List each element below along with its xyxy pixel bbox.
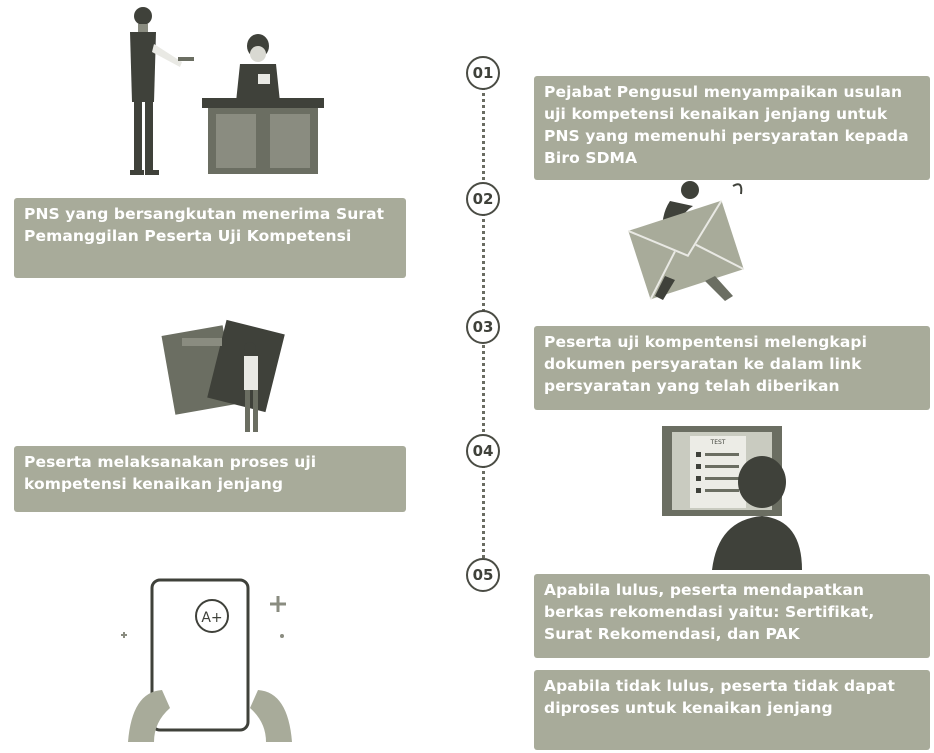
step-02-text-box: PNS yang bersangkutan menerima Surat Pem…	[14, 198, 406, 278]
step-01-badge: 01	[466, 56, 500, 90]
step-number: 01	[472, 64, 494, 82]
step-number: 02	[472, 190, 494, 208]
step-number: 04	[472, 442, 494, 460]
envelope-illustration	[627, 181, 745, 301]
meeting-illustration	[130, 7, 324, 175]
grade-paper-illustration: A+	[121, 578, 292, 742]
step-03-badge: 03	[466, 310, 500, 344]
test-label: TEST	[710, 439, 726, 446]
computer-test-illustration: TEST	[662, 426, 802, 570]
documents-illustration	[161, 319, 285, 432]
step-05-fail-text-box: Apabila tidak lulus, peserta tidak dapat…	[534, 670, 930, 750]
step-03-text-box: Peserta uji kompentensi melengkapi dokum…	[534, 326, 930, 410]
step-number: 05	[472, 566, 494, 584]
step-05-badge: 05	[466, 558, 500, 592]
step-number: 03	[472, 318, 494, 336]
step-02-badge: 02	[466, 182, 500, 216]
step-04-text-box: Peserta melaksanakan proses uji kompeten…	[14, 446, 406, 512]
step-01-text-box: Pejabat Pengusul menyampaikan usulan uji…	[534, 76, 930, 180]
step-05-pass-text-box: Apabila lulus, peserta mendapatkan berka…	[534, 574, 930, 658]
step-04-badge: 04	[466, 434, 500, 468]
grade-label: A+	[201, 610, 222, 626]
